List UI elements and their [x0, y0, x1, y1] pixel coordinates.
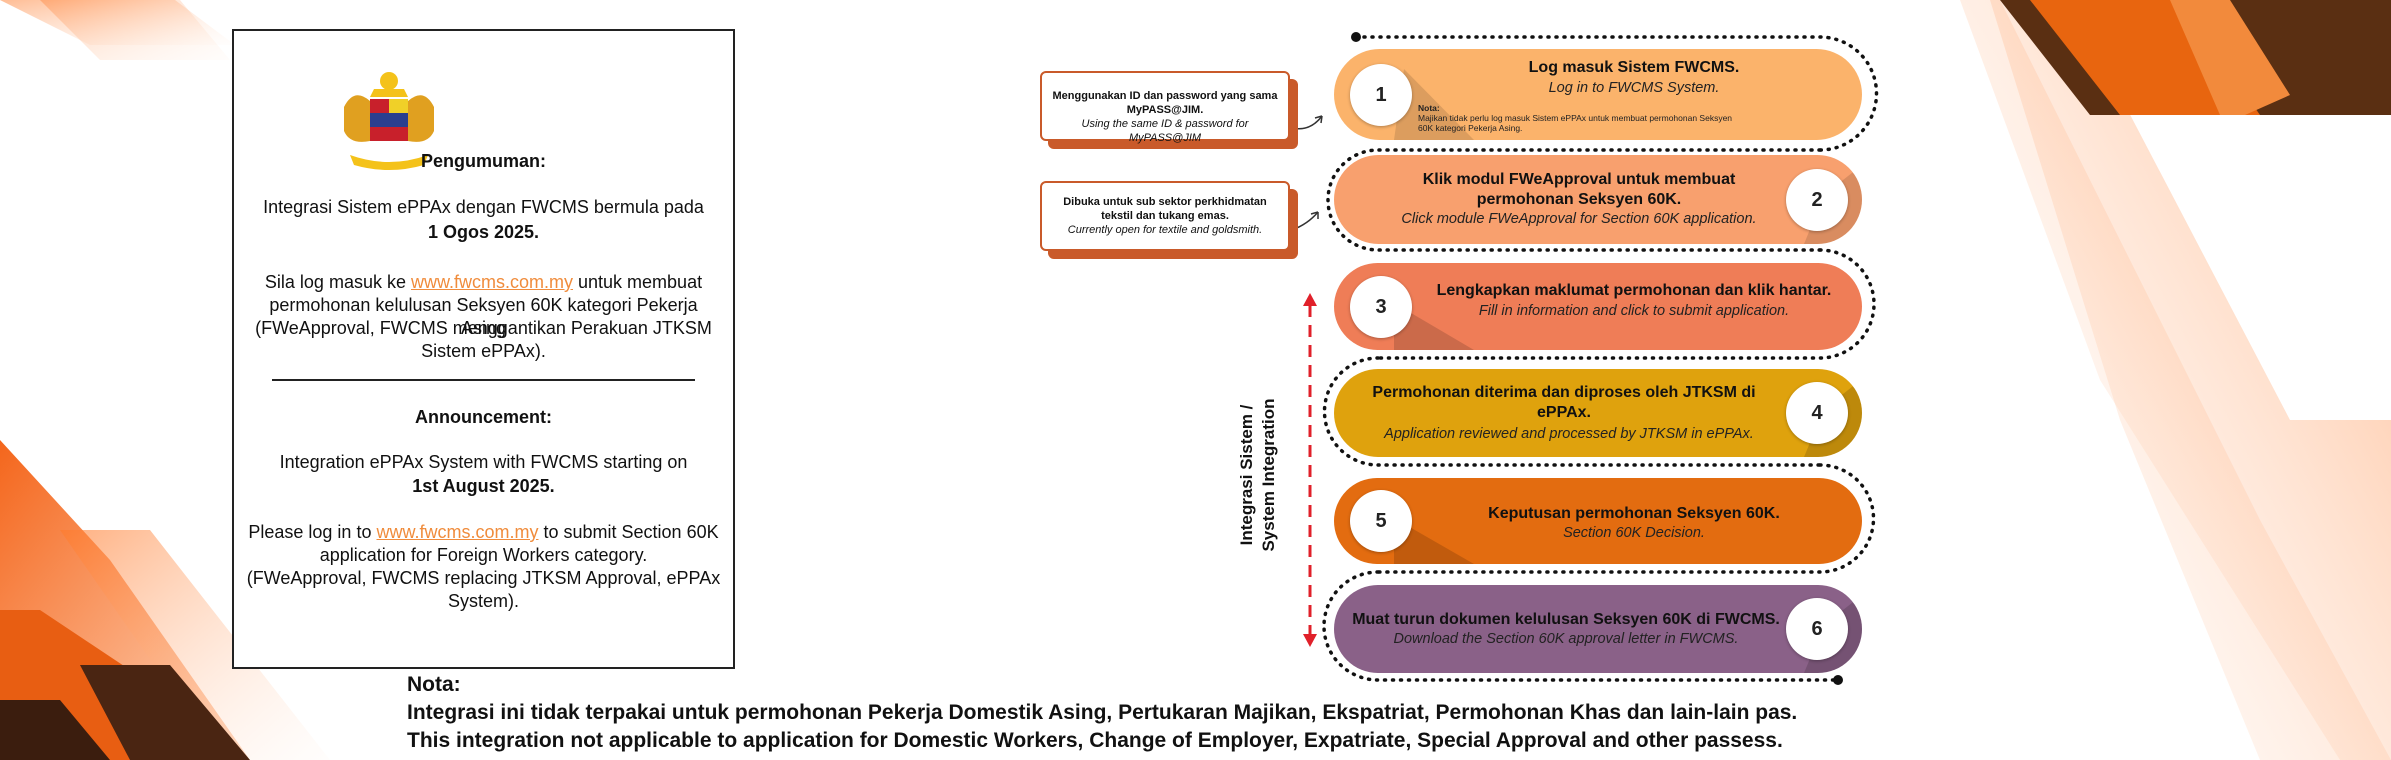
step-title: Permohonan diterima dan diproses oleh JT…	[1372, 384, 1756, 421]
step-shadow	[1394, 518, 1474, 564]
step-number: 3	[1350, 276, 1412, 338]
step-title: Muat turun dokumen kelulusan Seksyen 60K…	[1352, 611, 1780, 628]
malaysia-coat-of-arms-icon	[344, 72, 434, 170]
footer-note-en: This integration not applicable to appli…	[407, 729, 1783, 752]
integration-label-line2: System Integration	[1259, 398, 1278, 552]
step-subtitle: Fill in information and click to submit …	[1478, 303, 1790, 319]
announcement-heading-ms: Pengumuman:	[420, 151, 546, 171]
announcement-date-ms: 1 Ogos 2025.	[427, 222, 540, 242]
step-subtitle: Download the Section 60K approval letter…	[1393, 631, 1739, 647]
step-title: Keputusan permohonan Seksyen 60K.	[1488, 505, 1780, 522]
login-text-en-post: to submit Section 60K	[543, 522, 719, 542]
announcement-line5-ms: Sistem ePPAx).	[421, 341, 546, 361]
announcement-line3-ms: permohonan kelulusan Seksyen 60K kategor…	[269, 295, 698, 338]
callout-2-bold: Dibuka untuk sub sektor perkhidmatan tek…	[1063, 196, 1267, 222]
step-shadow	[1394, 69, 1474, 140]
integration-label-line1: Integrasi Sistem /	[1237, 404, 1256, 546]
login-text-ms: Sila log masuk ke	[264, 272, 406, 292]
step-title: Lengkapkan maklumat permohonan dan klik …	[1436, 282, 1832, 299]
announcement-line4-ms: (FWeApproval, FWCMS menggantikan Perakua…	[255, 318, 712, 338]
announcement-login-ms: Sila log masuk ke www.fwcms.com.my untuk…	[246, 271, 721, 294]
announcement-heading-en: Announcement:	[415, 407, 552, 427]
announcement-line5-en: System).	[447, 591, 519, 611]
step-note: Majikan tidak perlu log masuk Sistem ePP…	[1418, 113, 1733, 133]
step-3-card: 3 Lengkapkan maklumat permohonan dan kli…	[1334, 263, 1862, 350]
step-note-label: Nota:	[1418, 103, 1440, 113]
step-subtitle: Application reviewed and processed by JT…	[1384, 426, 1754, 442]
announcement-panel: Pengumuman: Integrasi Sistem ePPAx denga…	[232, 29, 735, 669]
integration-label: Integrasi Sistem / System Integration	[1236, 395, 1280, 555]
right-decoration	[1960, 0, 2391, 760]
footer-note-label: Nota:	[407, 673, 461, 696]
announcement-line3-en: application for Foreign Workers category…	[319, 545, 648, 565]
step-6-card: 6 Muat turun dokumen kelulusan Seksyen 6…	[1334, 585, 1862, 673]
step-subtitle: Section 60K Decision.	[1563, 525, 1705, 541]
step-2-card: 2 Klik modul FWeApproval untuk membuat p…	[1334, 155, 1862, 244]
fwcms-link-en[interactable]: www.fwcms.com.my	[376, 522, 539, 542]
login-text-ms-post: untuk membuat	[578, 272, 703, 292]
announcement-date-en: 1st August 2025.	[412, 476, 555, 496]
step-subtitle: Click module FWeApproval for Section 60K…	[1401, 211, 1757, 227]
announcement-line1-ms: Integrasi Sistem ePPAx dengan FWCMS berm…	[263, 197, 704, 217]
footer-note: Nota: Integrasi ini tidak terpakai untuk…	[407, 671, 1797, 755]
announcement-line4-en: (FWeApproval, FWCMS replacing JTKSM Appr…	[246, 568, 721, 588]
step-shadow	[1394, 303, 1474, 350]
footer-note-ms: Integrasi ini tidak terpakai untuk permo…	[407, 701, 1798, 724]
step-number: 6	[1786, 598, 1848, 660]
step-title: Log masuk Sistem FWCMS.	[1528, 59, 1740, 76]
step-1-card: 1 Log masuk Sistem FWCMS. Log in to FWCM…	[1334, 49, 1862, 140]
announcement-login-en: Please log in to www.fwcms.com.my to sub…	[246, 521, 721, 544]
announcement-line1-en: Integration ePPAx System with FWCMS star…	[279, 452, 688, 472]
step-number: 5	[1350, 490, 1412, 552]
step-4-card: 4 Permohonan diterima dan diproses oleh …	[1334, 369, 1862, 457]
step-number: 4	[1786, 382, 1848, 444]
login-text-en: Please log in to	[248, 522, 372, 542]
fwcms-link[interactable]: www.fwcms.com.my	[411, 272, 573, 292]
callout-textile-goldsmith: Dibuka untuk sub sektor perkhidmatan tek…	[1040, 181, 1290, 251]
step-title: Klik modul FWeApproval untuk membuat per…	[1422, 171, 1736, 208]
step-number: 2	[1786, 169, 1848, 231]
divider	[272, 379, 695, 381]
step-5-card: 5 Keputusan permohonan Seksyen 60K. Sect…	[1334, 478, 1862, 564]
callout-same-credentials: Menggunakan ID dan password yang sama My…	[1040, 71, 1290, 144]
callout-1-bold: Menggunakan ID dan password yang sama My…	[1052, 90, 1278, 116]
left-decoration	[0, 0, 330, 760]
step-subtitle: Log in to FWCMS System.	[1548, 80, 1720, 96]
callout-2-italic: Currently open for textile and goldsmith…	[1067, 224, 1263, 236]
step-number: 1	[1350, 64, 1412, 126]
callout-1-italic: Using the same ID & password for MyPASS@…	[1081, 118, 1249, 144]
